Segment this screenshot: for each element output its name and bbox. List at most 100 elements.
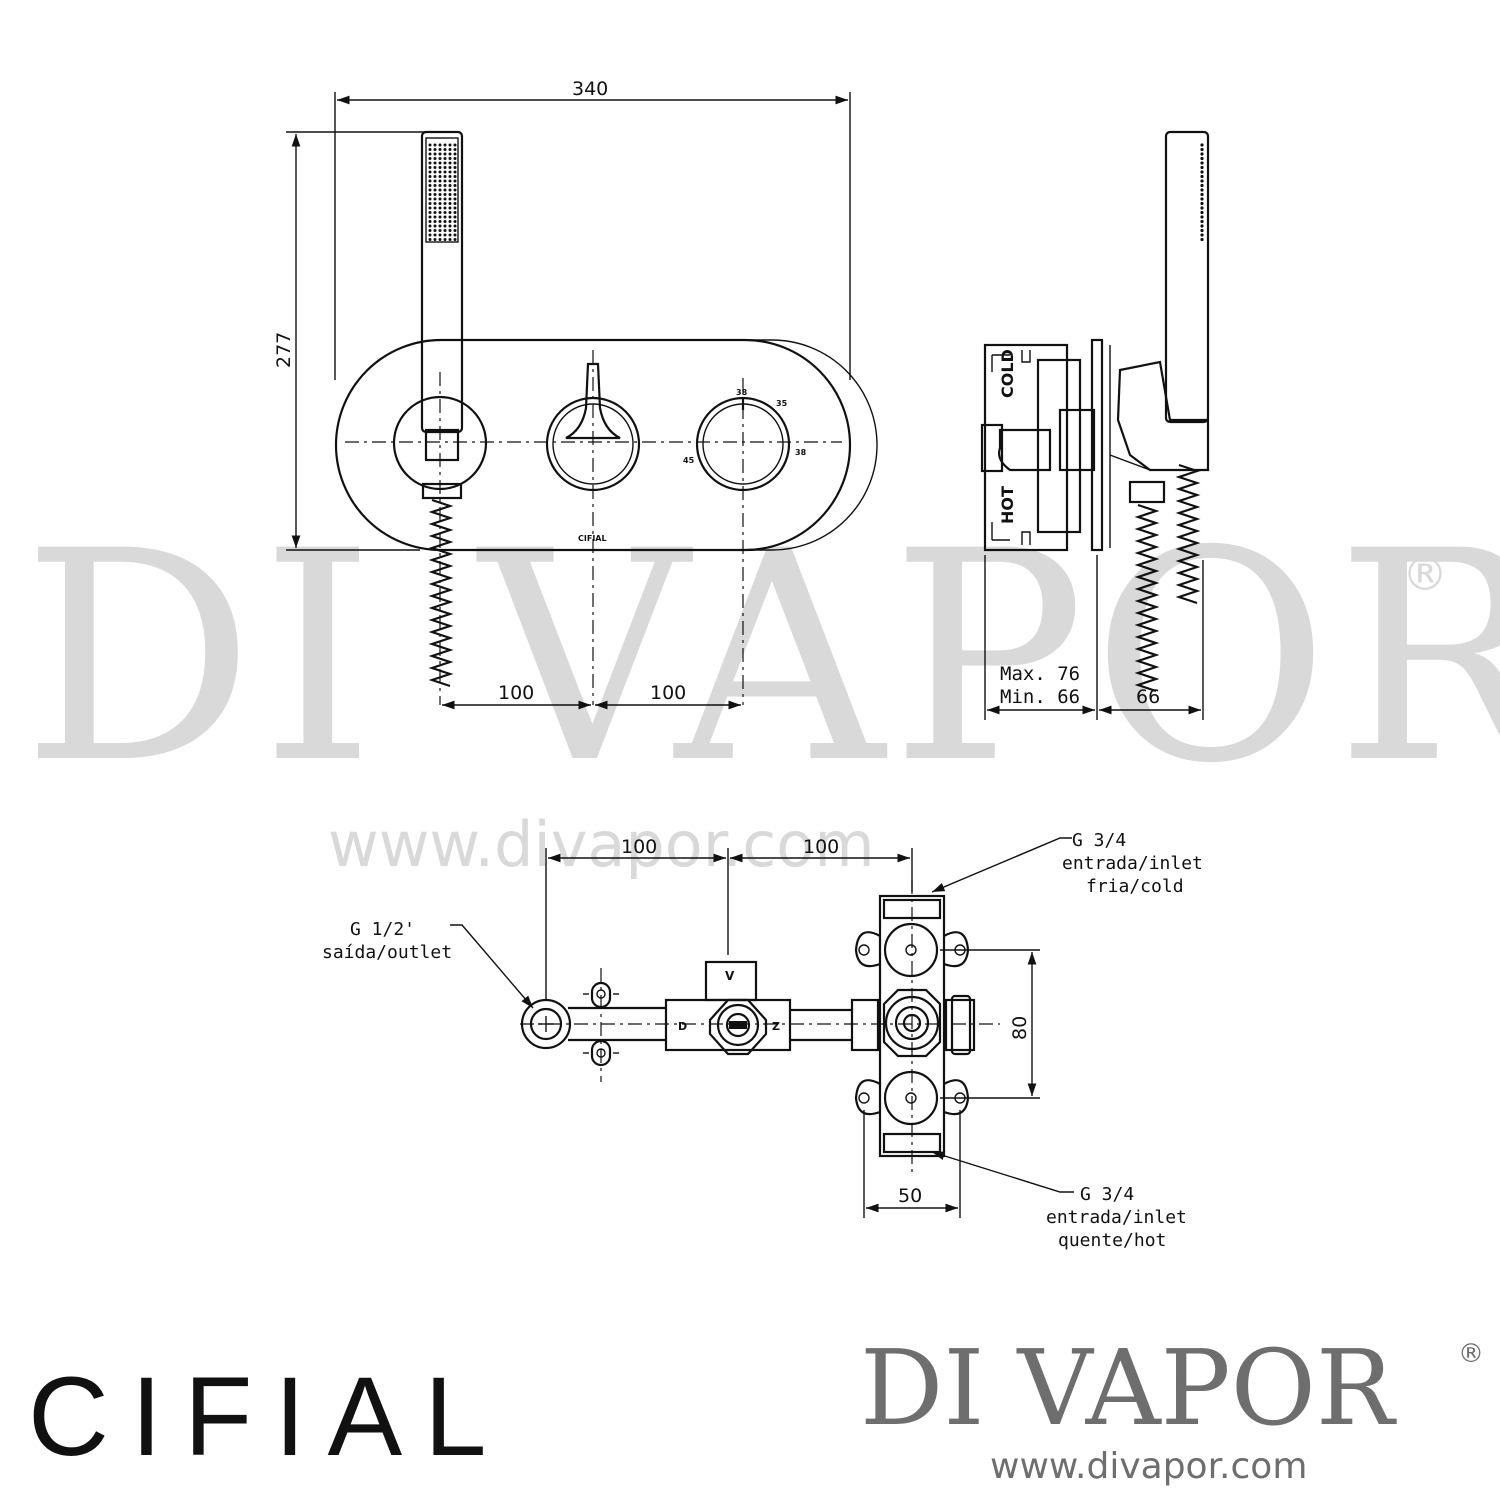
nozzle-dot bbox=[448, 188, 452, 192]
nozzle-dot bbox=[443, 238, 447, 241]
nozzle-dot bbox=[448, 143, 452, 147]
nozzle-dot bbox=[453, 152, 457, 156]
nozzle-dot bbox=[428, 202, 432, 205]
nozzle-dot bbox=[448, 202, 452, 205]
nozzle-dot bbox=[433, 206, 437, 210]
outlet-desc: saída/outlet bbox=[322, 942, 452, 963]
side-nozzle-dot bbox=[1200, 170, 1204, 174]
nozzle-dot bbox=[448, 148, 452, 151]
divapor-registered: ® bbox=[1458, 1339, 1484, 1369]
handset-depth: 66 bbox=[1136, 686, 1160, 708]
nozzle-dot bbox=[428, 220, 432, 223]
side-hose-a bbox=[1134, 503, 1160, 693]
nozzle-dot bbox=[448, 229, 452, 232]
nozzle-dot bbox=[438, 206, 442, 210]
nozzle-dot bbox=[438, 179, 442, 183]
nozzle-dot bbox=[443, 179, 447, 183]
nozzle-dot bbox=[448, 193, 452, 196]
side-nozzle-dot bbox=[1200, 224, 1204, 228]
side-nozzle-dot bbox=[1200, 192, 1204, 197]
nozzle-dot bbox=[428, 238, 432, 241]
nozzle-dot bbox=[433, 193, 437, 196]
plate-edge bbox=[748, 339, 878, 551]
nozzle-dot bbox=[448, 170, 452, 174]
nozzle-dot bbox=[443, 152, 447, 156]
nozzle-dot bbox=[448, 238, 452, 241]
nozzle-dot bbox=[428, 229, 432, 232]
bottom-dimension: 50 bbox=[898, 1185, 922, 1207]
divapor-logo: DI VAPOR bbox=[860, 1327, 1397, 1449]
watermark: DI VAPOR ® www.divapor.com bbox=[22, 490, 1500, 881]
nozzle-dot bbox=[453, 211, 457, 214]
side-nozzle-dot bbox=[1200, 183, 1204, 188]
side-wall-plate bbox=[1090, 338, 1104, 552]
side-nozzle-dot bbox=[1200, 156, 1204, 161]
valve-mark-d: D bbox=[678, 1020, 687, 1033]
hot-label: HOT bbox=[998, 486, 1017, 524]
nozzle-dot bbox=[428, 161, 432, 165]
watermark-text: DI VAPOR bbox=[22, 490, 1500, 827]
cold-inlet-line2: fria/cold bbox=[1086, 876, 1184, 897]
nozzle-dot bbox=[428, 143, 432, 147]
nozzle-dot bbox=[428, 215, 432, 219]
side-nozzle-dot bbox=[1200, 143, 1204, 147]
nozzle-dot bbox=[433, 179, 437, 183]
nozzle-dot bbox=[438, 193, 442, 196]
nozzle-dot bbox=[453, 197, 457, 201]
side-nozzle-dot bbox=[1200, 233, 1204, 237]
nozzle-dot bbox=[453, 188, 457, 192]
nozzle-dot bbox=[448, 161, 452, 165]
watermark-registered: ® bbox=[1402, 547, 1448, 601]
holder-bracket bbox=[424, 428, 460, 462]
nozzle-dot bbox=[443, 220, 447, 223]
nozzle-dot bbox=[438, 211, 442, 214]
valve-mark-v: V bbox=[725, 969, 735, 983]
nozzle-dot bbox=[453, 215, 457, 219]
nozzle-dot bbox=[438, 202, 442, 205]
side-nozzle-dot bbox=[1200, 237, 1204, 242]
nozzle-dot bbox=[453, 170, 457, 174]
side-nozzle-dot bbox=[1200, 188, 1204, 192]
nozzle-dot bbox=[448, 211, 452, 214]
hot-stop-valve bbox=[883, 1070, 939, 1126]
nozzle-dot bbox=[438, 161, 442, 165]
dial-mark-35: 35 bbox=[776, 399, 788, 408]
nozzle-dot bbox=[438, 238, 442, 241]
nozzle-dot bbox=[448, 224, 452, 228]
nozzle-dot bbox=[448, 215, 452, 219]
nozzle-dot bbox=[433, 233, 437, 237]
nozzle-dot bbox=[453, 202, 457, 205]
divapor-url: www.divapor.com bbox=[990, 1446, 1307, 1487]
max-depth: Max. 76 bbox=[1000, 663, 1080, 685]
nozzle-dot bbox=[453, 166, 457, 169]
nozzle-dot bbox=[438, 215, 442, 219]
nozzle-dot bbox=[433, 202, 437, 205]
nozzle-dot bbox=[443, 161, 447, 165]
side-valve-body bbox=[983, 343, 1069, 552]
nozzle-dot bbox=[443, 193, 447, 196]
dial-mark-45: 45 bbox=[683, 456, 695, 465]
nozzle-dot bbox=[433, 170, 437, 174]
footer: CIFIAL DI VAPOR ® www.divapor.com bbox=[28, 1327, 1484, 1487]
nozzle-dot bbox=[448, 179, 452, 183]
nozzle-dot bbox=[443, 157, 447, 160]
nozzle-dot bbox=[438, 148, 442, 151]
shower-hose bbox=[428, 498, 454, 688]
front-spacing-left: 100 bbox=[498, 682, 534, 704]
nozzle-dot bbox=[433, 184, 437, 187]
nozzle-dot bbox=[438, 157, 442, 160]
nozzle-dot bbox=[428, 211, 432, 214]
nozzle-dot bbox=[443, 211, 447, 214]
nozzle-dot bbox=[448, 184, 452, 187]
cold-inlet-size: G 3/4 bbox=[1072, 830, 1126, 851]
nozzle-dot bbox=[443, 202, 447, 205]
nozzle-dot bbox=[428, 224, 432, 228]
side-nozzle-dot bbox=[1200, 147, 1204, 152]
rough-in-view: 100 100 V D Z bbox=[322, 830, 1203, 1251]
nozzle-dot bbox=[448, 206, 452, 210]
nozzle-dot bbox=[443, 224, 447, 228]
nozzle-dot bbox=[433, 148, 437, 151]
nozzle-dot bbox=[453, 143, 457, 147]
nozzle-dot bbox=[443, 215, 447, 219]
nozzle-dot bbox=[433, 152, 437, 156]
